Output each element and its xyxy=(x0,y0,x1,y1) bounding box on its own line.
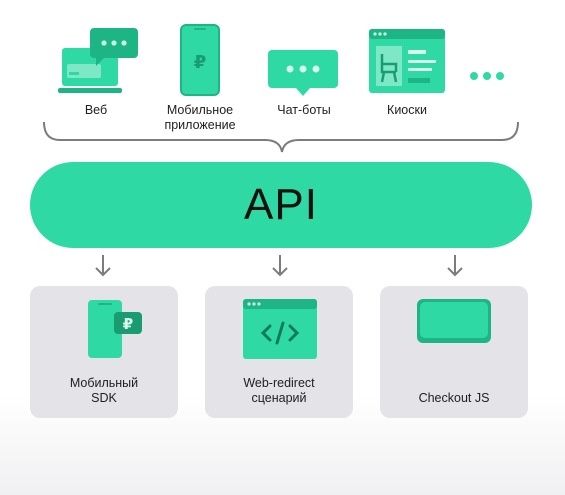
more-dots-icon xyxy=(470,72,504,80)
arrow-down-icon xyxy=(447,255,463,277)
channel-label-kiosks: Киоски xyxy=(387,103,427,117)
chat-bubble-icon xyxy=(268,50,338,96)
browser-code-icon xyxy=(243,299,317,359)
svg-text:₽: ₽ xyxy=(194,52,207,73)
widget-icon xyxy=(417,299,491,343)
integration-label-checkout: Checkout JS xyxy=(418,391,490,405)
channel-label-web: Веб xyxy=(84,103,108,117)
channel-label-mobile: Мобильное приложение xyxy=(164,103,236,132)
integration-label-sdk: Мобильный SDK xyxy=(69,376,139,405)
integration-label-redirect: Web-redirect сценарий xyxy=(243,376,315,405)
laptop-chat-icon xyxy=(58,28,138,93)
api-label: API xyxy=(244,180,318,229)
phone-ruble-icon: ₽ xyxy=(88,300,142,358)
phone-ruble-icon: ₽ xyxy=(180,24,220,96)
integration-card-checkout: Checkout JS xyxy=(380,286,528,418)
channel-label-chatbots: Чат-боты xyxy=(277,103,331,117)
arrow-down-icon xyxy=(272,255,288,277)
svg-text:₽: ₽ xyxy=(123,315,133,333)
integration-card-sdk: ₽ Мобильный SDK xyxy=(30,286,178,418)
integration-card-redirect: Web-redirect сценарий xyxy=(205,286,353,418)
grouping-brace xyxy=(43,121,519,153)
api-block: API xyxy=(30,162,532,248)
arrow-down-icon xyxy=(95,255,111,277)
kiosk-window-icon xyxy=(369,29,445,93)
